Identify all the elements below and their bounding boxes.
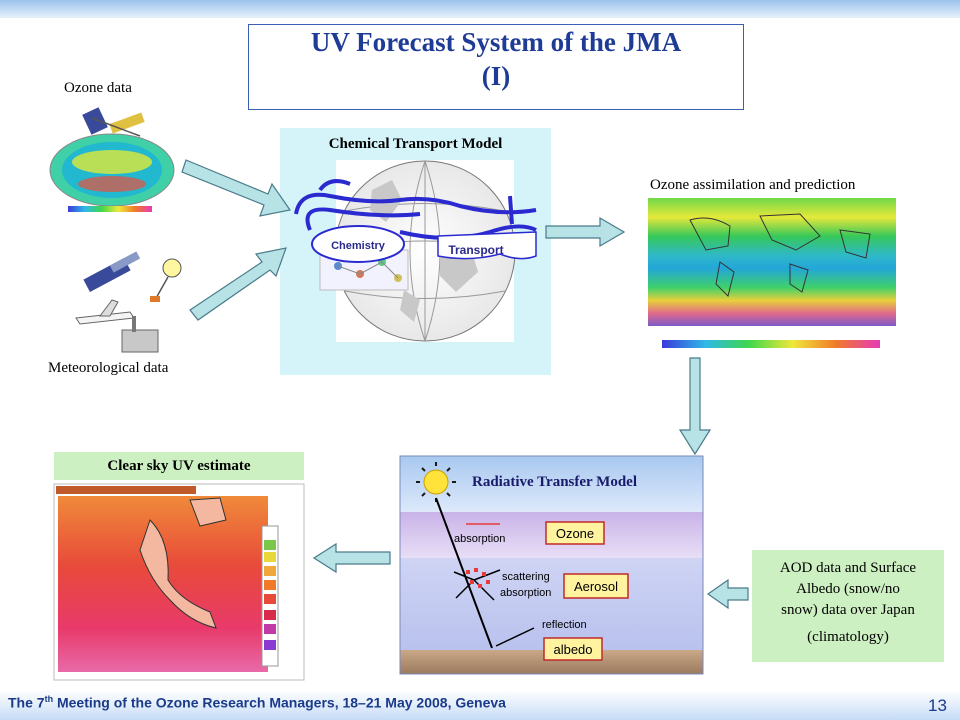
ozone-assimilation-label: Ozone assimilation and prediction [650,177,856,193]
slide-title-line2: (I) [481,61,511,91]
slide-title-line1: UV Forecast System of the JMA [310,27,682,57]
meteorological-data-label: Meteorological data [48,360,169,376]
transport-arrows [294,179,537,240]
radiative-transfer-panel [399,455,704,675]
arrow-rtm-to-uv [312,542,391,574]
arrow-ctm-to-assim [545,216,626,248]
ozone-box [545,521,605,545]
clear-sky-uv-map [53,483,305,681]
ozone-satellite-image [49,107,175,212]
footer-sup: th [44,694,54,704]
title-box: UV Forecast System of the JMA (I) [248,24,744,110]
transport-banner [437,231,537,260]
ctm-title: Chemical Transport Model [328,136,503,152]
top-bar [0,0,960,18]
transport-label: Transport [448,243,503,257]
aerosol-particles [466,568,490,588]
clear-sky-uv-title: Clear sky UV estimate [54,452,304,480]
aod-line3: snow) data over Japan [781,602,915,618]
footer-rest: Meeting of the Ozone Research Managers, … [53,694,506,711]
ozone-box-label: Ozone [556,526,594,541]
footer-bar [0,690,960,720]
aod-line4: (climatology) [807,629,889,645]
aod-line2: Albedo (snow/no [796,581,900,597]
page-number: 13 [928,696,947,715]
footer-text: The 7th Meeting of the Ozone Research Ma… [8,694,506,711]
arrow-assim-to-rtm [678,357,712,456]
ozone-assimilation-map [648,198,896,348]
chemistry-label: Chemistry [331,240,386,252]
scattering-label: scattering [502,571,550,583]
reflection-arrow [495,627,535,647]
albedo-box-label: albedo [553,642,592,657]
absorption-label-1: absorption [454,533,505,545]
meteorological-image [75,251,182,353]
albedo-box [543,637,603,661]
absorption-label-2: absorption [500,587,551,599]
aerosol-box-label: Aerosol [574,579,618,594]
ozone-data-label: Ozone data [64,80,132,96]
aerosol-box [563,573,629,599]
sun-icon [416,462,456,502]
arrow-meteo-to-ctm [189,247,287,321]
arrow-ozone-to-ctm [181,159,292,217]
aod-line1: AOD data and Surface [779,560,917,576]
chemistry-ellipse [311,225,405,263]
flow-arrows [181,159,749,610]
aod-box: AOD data and Surface Albedo (snow/no sno… [752,550,944,662]
rtm-title: Radiative Transfer Model [472,474,637,490]
radiation-ray [435,497,493,649]
arrow-aod-to-rtm [706,578,749,610]
footer-prefix: The 7 [8,694,45,711]
reflection-label: reflection [542,619,587,631]
